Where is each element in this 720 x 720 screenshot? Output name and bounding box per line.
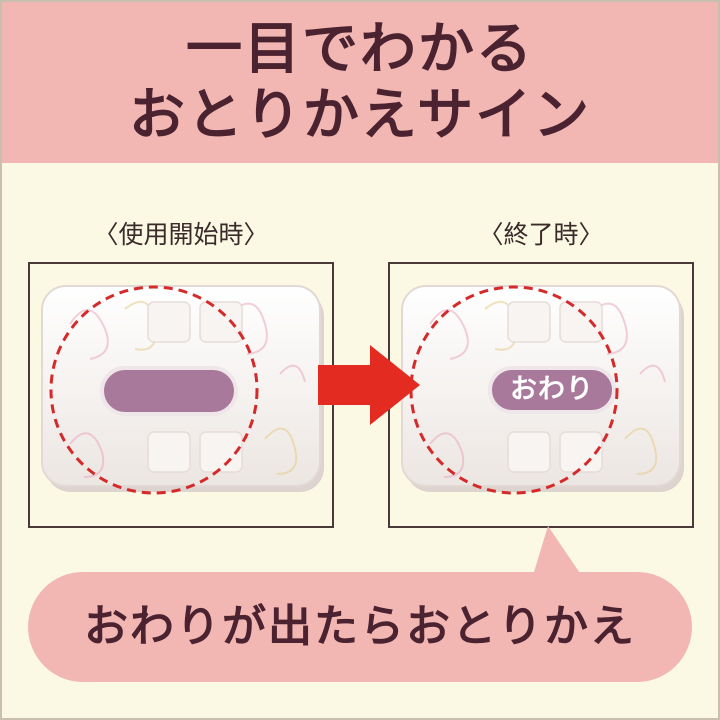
page-title-line-2: おとりかえサイン: [128, 83, 592, 148]
panel-start-of-use: [28, 262, 334, 528]
panel-end-of-use: おわり: [388, 262, 694, 528]
header-banner: 一目でわかる おとりかえサイン: [0, 0, 720, 163]
caption-start-of-use: 〈使用開始時〉: [93, 220, 269, 249]
product-patch-end-image: [401, 285, 684, 495]
right-arrow-icon: [318, 345, 420, 425]
page-title-line-1: 一目でわかる: [186, 17, 534, 82]
end-sign-label: おわり: [510, 374, 594, 405]
caption-end-of-use: 〈終了時〉: [478, 220, 604, 249]
product-patch-start-image: [41, 285, 324, 495]
bubble-text: おわりが出たらおとりかえ: [84, 601, 636, 652]
